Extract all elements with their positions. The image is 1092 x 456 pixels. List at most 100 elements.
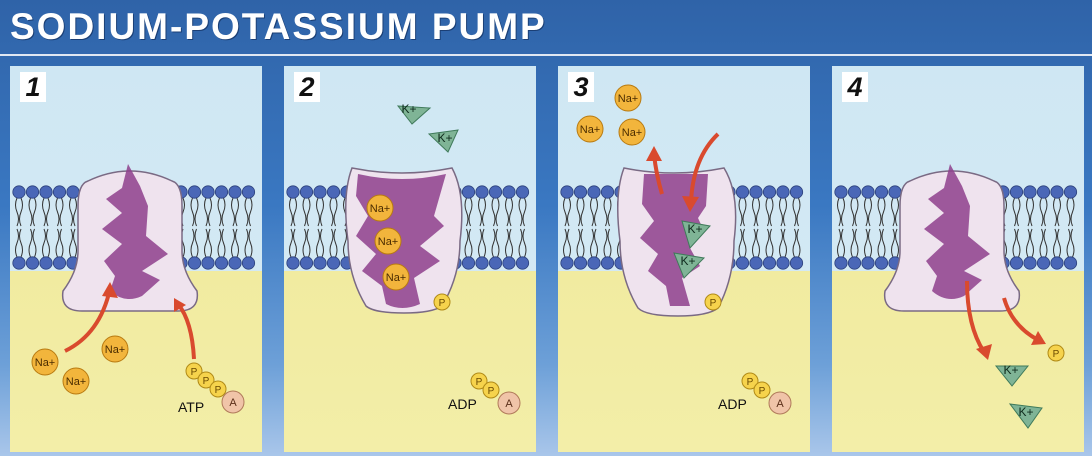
- lipid-tail: [738, 197, 743, 227]
- lipid-tail: [603, 197, 608, 227]
- lipid-tail: [594, 197, 598, 227]
- lipid-tail: [792, 197, 797, 227]
- sodium-label: Na+: [370, 203, 391, 215]
- lipid-head: [214, 256, 229, 270]
- lipid-head: [789, 185, 804, 199]
- binding-pocket: [102, 164, 168, 300]
- lipid-tail: [320, 197, 324, 227]
- lipid-head: [1050, 185, 1064, 199]
- lipid-tail: [194, 197, 199, 227]
- lipid-tail: [1039, 228, 1044, 258]
- lipid-head: [461, 185, 476, 199]
- panel-4-scene: K+ K+ P: [834, 164, 1078, 429]
- sodium-ion: Na+: [101, 335, 129, 363]
- lipid-head: [299, 256, 314, 270]
- adenosine-icon: [768, 391, 792, 415]
- lipid-tail: [32, 228, 37, 258]
- lipid-tail: [1066, 197, 1071, 227]
- lipid-tail: [329, 228, 334, 258]
- potassium-icon: [673, 252, 706, 279]
- lipid-tail: [1016, 228, 1021, 258]
- lipid-head: [25, 185, 40, 199]
- lipid-head: [299, 185, 314, 199]
- lipid-tail: [1030, 228, 1034, 258]
- lipid-head: [834, 185, 848, 199]
- potassium-icon: [681, 220, 711, 249]
- potassium-icon: [396, 105, 432, 125]
- potassium-label: K+: [401, 102, 416, 116]
- lipid-tail: [333, 197, 338, 227]
- panel-4: K+ K+ P 4: [832, 66, 1084, 452]
- lipid-tail: [756, 228, 760, 258]
- lipid-tail: [55, 228, 60, 258]
- lipid-tail: [765, 228, 770, 258]
- lipid-tail: [1026, 228, 1030, 258]
- step-number: 1: [20, 72, 46, 102]
- atp-label: ATP: [178, 399, 204, 415]
- sodium-label: Na+: [105, 344, 126, 356]
- lipid-head: [762, 256, 777, 270]
- adenosine-label: A: [229, 397, 237, 409]
- lipid-tail: [752, 228, 756, 258]
- lipid-tail: [563, 228, 567, 258]
- sodium-label: Na+: [622, 127, 643, 139]
- phosphate-label: P: [488, 386, 495, 397]
- arrowhead-icon: [102, 282, 118, 298]
- potassium-label: K+: [1003, 363, 1018, 377]
- lipid-tail: [302, 197, 307, 227]
- lipid-tail: [495, 197, 500, 227]
- potassium-ion: K+: [1008, 403, 1043, 429]
- lipid-head: [12, 256, 26, 270]
- lipid-tail: [468, 197, 473, 227]
- sodium-entry-arrow: [64, 288, 112, 353]
- lipid-tail: [576, 197, 581, 227]
- lipid-tail: [756, 197, 760, 227]
- lipid-tail: [891, 197, 895, 227]
- lipid-tail: [491, 228, 496, 258]
- potassium-ion: K+: [673, 252, 706, 279]
- lipid-tail: [580, 197, 585, 227]
- sodium-icon: [374, 227, 402, 255]
- lipid-head: [749, 256, 763, 270]
- sodium-label: Na+: [66, 376, 87, 388]
- lipid-tail: [42, 197, 46, 227]
- potassium-label: K+: [1018, 405, 1033, 419]
- lipid-tail: [837, 197, 841, 227]
- arrowhead-icon: [976, 344, 992, 360]
- lipid-tail: [491, 197, 496, 227]
- lipid-tail: [505, 228, 509, 258]
- lipid-tail: [59, 228, 64, 258]
- phosphate-icon: [741, 372, 759, 390]
- potassium-label: K+: [687, 222, 702, 236]
- lipid-tail: [590, 228, 594, 258]
- lipid-tail: [895, 228, 899, 258]
- phosphate-icon: [1047, 344, 1065, 362]
- lipid-tail: [738, 228, 743, 258]
- lipid-tail: [293, 197, 297, 227]
- lipid-tail: [204, 197, 208, 227]
- lipid-tail: [221, 197, 226, 227]
- panel-3-scene: Na+ Na+ Na+ K+ K+ P P P A: [560, 84, 804, 415]
- lipid-head: [888, 185, 902, 199]
- lipid-head: [286, 256, 300, 270]
- lipid-tail: [32, 197, 37, 227]
- sodium-icon: [382, 263, 410, 291]
- sodium-ion: Na+: [382, 263, 410, 291]
- phosphate-icon: [197, 371, 215, 389]
- lipid-tail: [1057, 197, 1061, 227]
- sodium-icon: [101, 335, 129, 363]
- lipid-head: [1063, 185, 1078, 199]
- lipid-head: [1023, 185, 1037, 199]
- potassium-ion: K+: [994, 363, 1030, 387]
- lipid-tail: [343, 228, 347, 258]
- sodium-ion: Na+: [366, 194, 394, 222]
- lipid-tail: [306, 197, 311, 227]
- lipid-head: [241, 185, 256, 199]
- lipid-head: [1036, 185, 1051, 199]
- lipid-tail: [881, 228, 886, 258]
- lipid-tail: [841, 197, 845, 227]
- lipid-tail: [567, 197, 571, 227]
- lipid-head: [25, 256, 40, 270]
- lipid-tail: [841, 228, 845, 258]
- sodium-label: Na+: [378, 236, 399, 248]
